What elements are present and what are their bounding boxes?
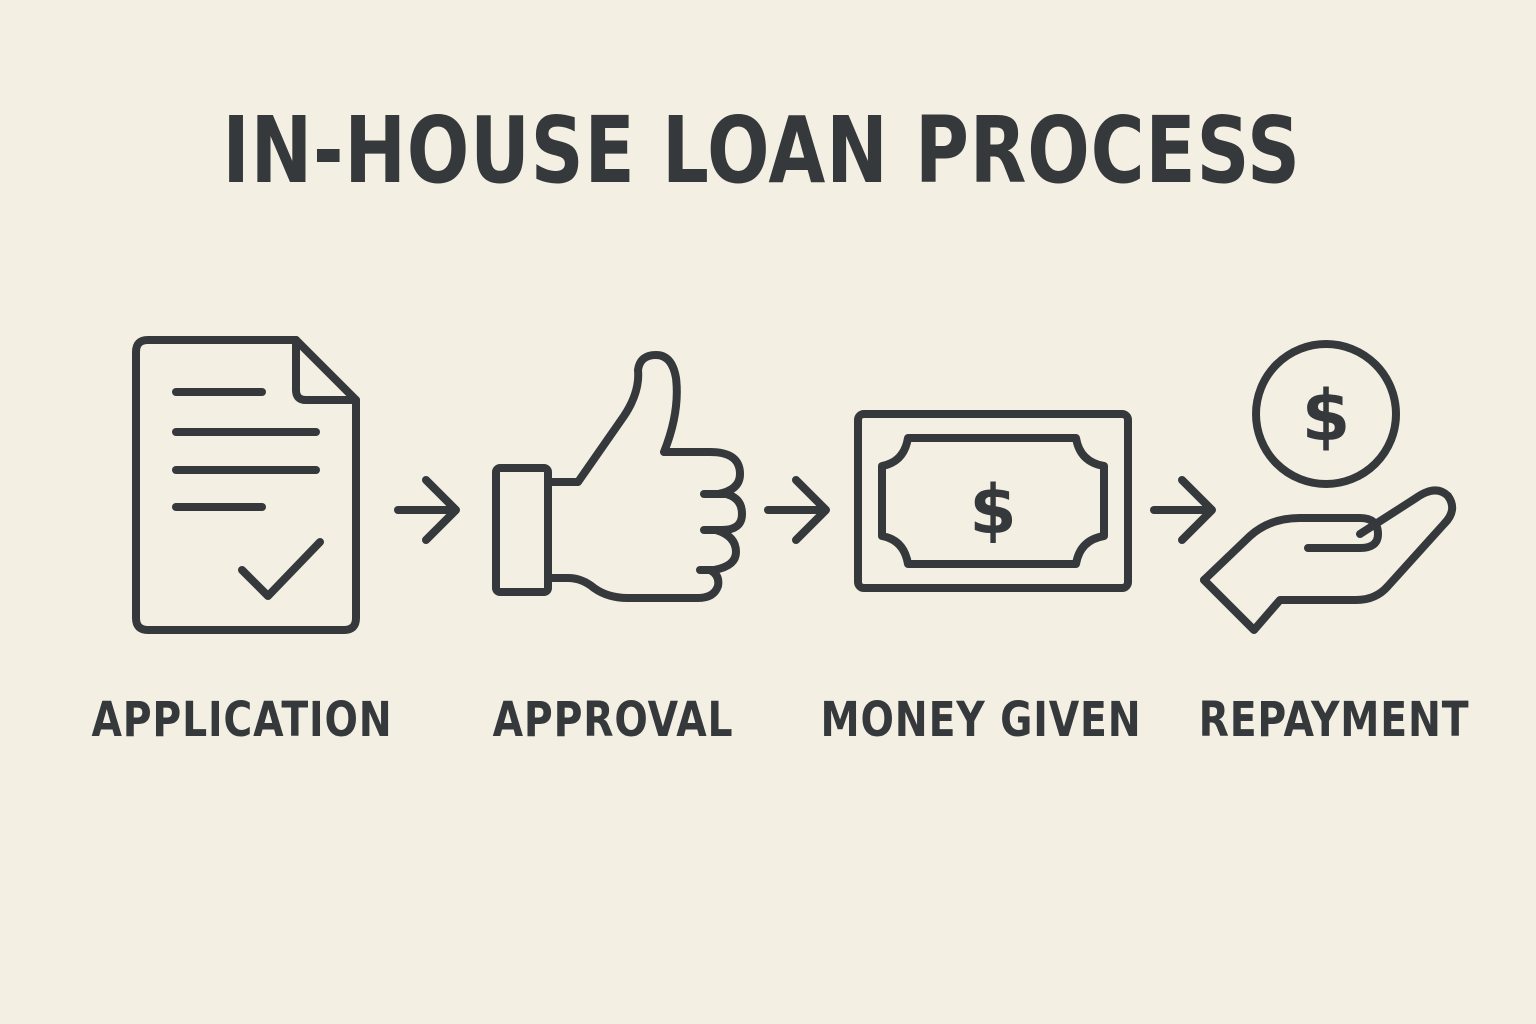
hand-coin-icon: $ [1195, 335, 1465, 640]
currency-symbol: $ [969, 471, 1016, 550]
banknote-icon: $ [850, 405, 1135, 600]
arrow-right-icon [390, 470, 465, 550]
step-label-repayment: REPAYMENT [1198, 692, 1470, 748]
arrow-right-icon [760, 470, 835, 550]
step-label-application: APPLICATION [91, 692, 393, 748]
step-label-approval: APPROVAL [492, 692, 734, 748]
page-title: IN-HOUSE LOAN PROCESS [222, 97, 1301, 204]
step-label-money-given: MONEY GIVEN [820, 692, 1142, 748]
document-check-icon [125, 330, 370, 645]
thumbs-up-icon [485, 348, 750, 610]
coin-icon [1252, 340, 1400, 488]
arrow-right-icon [1145, 470, 1225, 550]
currency-symbol: $ [1302, 375, 1351, 457]
